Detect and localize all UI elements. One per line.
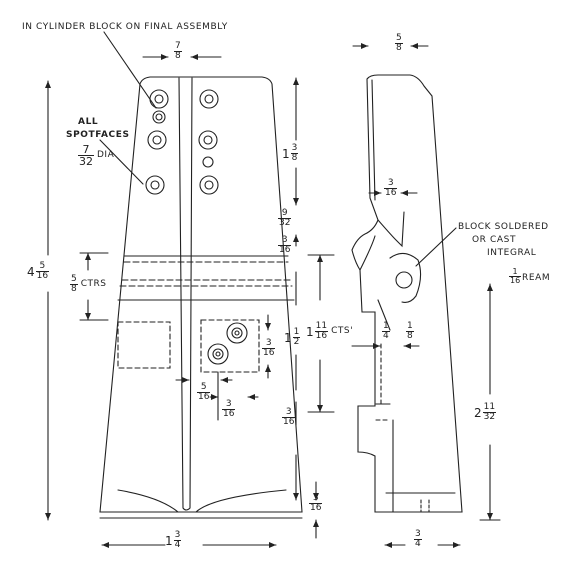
note-spotfaces: SPOTFACES	[66, 130, 130, 140]
note-ream: REAM	[522, 273, 551, 283]
left-pad	[117, 321, 171, 369]
note-integral: INTEGRAL	[487, 248, 537, 258]
front-view-outline	[99, 76, 303, 513]
spotface-holes-right	[198, 89, 219, 195]
right-pad	[200, 319, 260, 373]
note-or-cast: OR CAST	[472, 235, 517, 245]
side-view-outline	[351, 74, 463, 513]
note-block-soldered: BLOCK SOLDERED	[458, 222, 549, 232]
center-slot	[178, 77, 193, 511]
ream-hole	[395, 271, 413, 289]
spotface-holes-left	[145, 89, 169, 195]
note-all: ALL	[78, 117, 99, 127]
note-cylinder-block: IN CYLINDER BLOCK ON FINAL ASSEMBLY	[22, 22, 228, 32]
